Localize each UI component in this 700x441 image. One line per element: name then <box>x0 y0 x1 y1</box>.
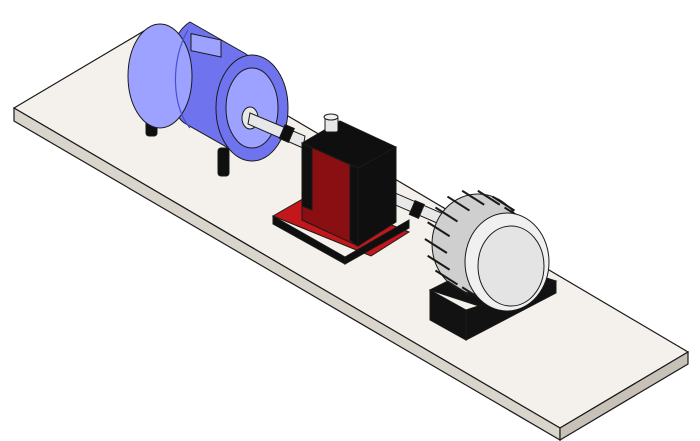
motor-seam <box>174 29 191 129</box>
flywheel-face-inner <box>477 225 545 307</box>
flywheel-flute <box>424 238 448 254</box>
flywheel-flute <box>434 269 459 286</box>
bearing-housing <box>271 113 411 265</box>
junction-box <box>190 32 222 58</box>
motor <box>127 21 289 162</box>
flywheel-flute <box>461 189 485 206</box>
shaft-collar <box>278 123 295 143</box>
flywheel-flute <box>446 280 470 297</box>
bearing-base-right <box>344 219 410 265</box>
flywheel-face <box>464 212 550 312</box>
motor-rear-cap <box>127 23 193 129</box>
flywheel-flute <box>434 206 459 223</box>
flywheel-flute <box>427 221 451 238</box>
flywheel-flute <box>446 195 470 212</box>
flywheel-flute <box>492 195 516 212</box>
bearing-block-frame <box>301 142 313 211</box>
flywheel-flute <box>427 254 451 271</box>
flywheel-flute <box>477 189 501 206</box>
motor-foot <box>217 147 230 177</box>
grease-fitting-cap <box>323 113 339 121</box>
flywheel <box>424 189 550 312</box>
baseplate-right-edge <box>559 350 689 441</box>
bearing-block-frame <box>349 164 359 247</box>
shaft-collar <box>408 199 425 219</box>
